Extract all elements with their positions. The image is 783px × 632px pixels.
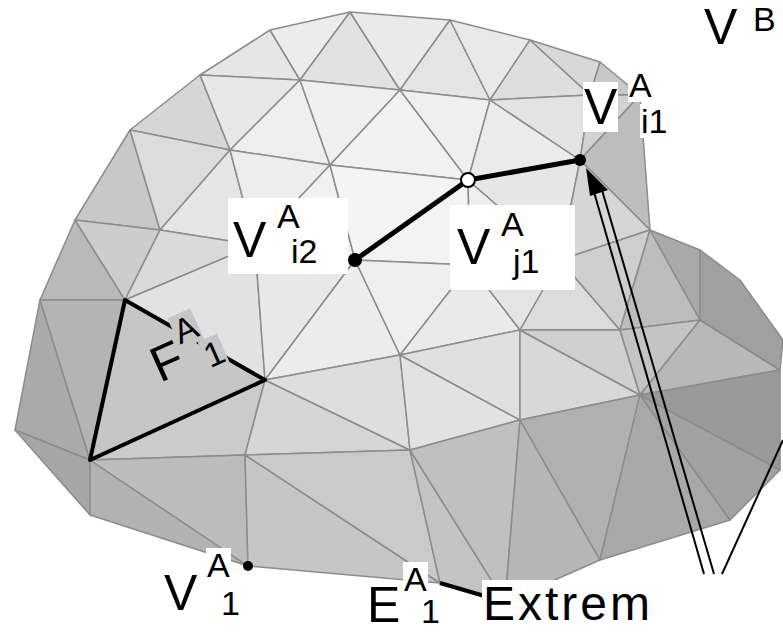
vertex-letter: V: [163, 568, 198, 618]
superscript: A: [500, 207, 525, 241]
vertex-letter: V: [232, 215, 267, 265]
subscript: i2: [290, 234, 318, 268]
superscript: A: [276, 199, 301, 233]
vertex-letter: V: [456, 222, 491, 272]
subscript: i1: [640, 104, 668, 138]
subscript: 1: [220, 586, 241, 620]
edge-letter: E: [366, 580, 401, 630]
subscript: j1: [512, 244, 540, 278]
superscript: A: [628, 68, 653, 102]
subscript: 1: [420, 594, 441, 628]
vertex-letter: V: [703, 2, 738, 52]
callout-label: Extrem: [482, 580, 654, 628]
vertex-letter: V: [583, 82, 618, 132]
superscript: A: [403, 562, 428, 596]
superscript: A: [206, 548, 231, 582]
superscript: B: [752, 2, 777, 36]
